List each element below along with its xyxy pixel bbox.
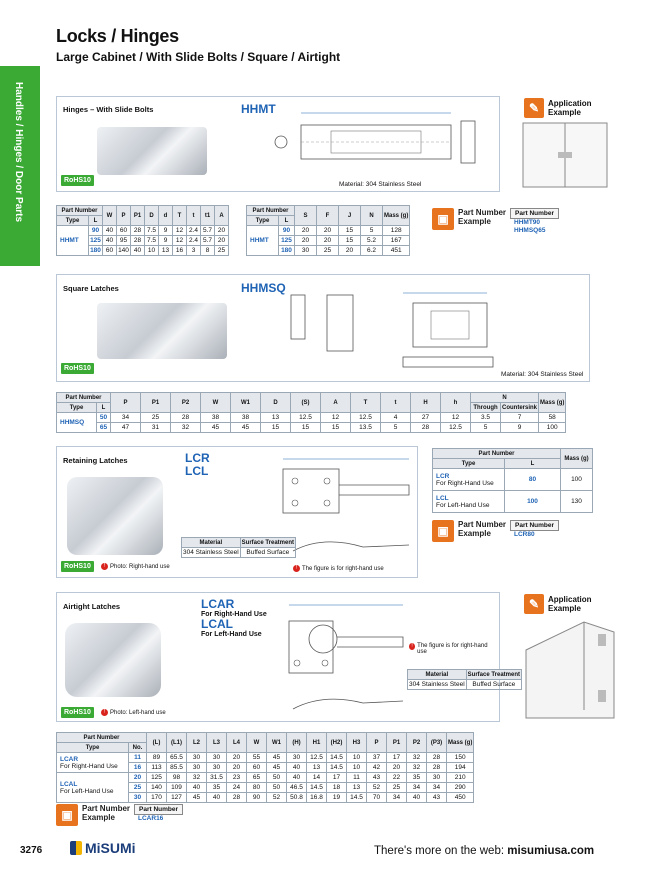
hinges-code: HHMT [241,102,276,116]
part-number-icon: ▣ [432,208,454,230]
website-url[interactable]: misumiusa.com [507,845,595,857]
retaining-latch-photo [67,477,163,555]
rohs-badge: RoHS10 [61,363,94,374]
part-number-icon: ▣ [432,520,454,542]
square-material: Material: 304 Stainless Steel [501,371,584,378]
footer-web-link[interactable]: There's more on the web: misumiusa.com [374,845,595,857]
sidebar-label: Handles / Hinges / Door Parts [13,82,24,223]
figure-note: !The figure is for right-hand use [409,643,489,655]
part-number-icon: ▣ [56,804,78,826]
wrench-icon: ✎ [524,594,544,614]
airtight-latch-drawing [288,604,404,710]
hinge-photo [97,127,207,175]
rohs-badge: RoHS10 [61,175,94,186]
rohs-badge: RoHS10 [61,707,94,718]
info-icon: ! [101,709,108,716]
misumi-logo: MiSUMi [70,840,136,856]
retaining-latches-panel: Retaining Latches RoHS10 !Photo: Right-h… [56,446,418,578]
square-heading: Square Latches [63,284,119,293]
photo-note: !Photo: Left-hand use [101,709,166,716]
figure-note: !The figure is for right-hand use [293,565,384,572]
airtight-latches-panel: Airtight Latches RoHS10 !Photo: Left-han… [56,592,523,722]
page-title: Locks / Hinges [56,26,179,46]
retaining-latch-drawing [282,458,410,552]
info-icon: ! [293,565,300,572]
square-latch-drawing [290,292,494,368]
photo-note: !Photo: Right-hand use [101,563,170,570]
door-illustration [525,621,615,719]
page-number: 3276 [20,845,43,856]
hinges-heading: Hinges – With Slide Bolts [63,105,154,114]
airtight-latch-photo [65,623,161,697]
airtight-heading: Airtight Latches [63,602,121,611]
wrench-icon: ✎ [524,98,544,118]
info-icon: ! [409,643,416,650]
retaining-heading: Retaining Latches [63,456,128,465]
logo-mark-icon [70,841,82,855]
square-code: HHMSQ [241,281,286,295]
airtight-codes: LCAR For Right-Hand Use LCAL For Left-Ha… [201,597,267,639]
info-icon: ! [101,563,108,570]
hinges-panel: Hinges – With Slide Bolts RoHS10 HHMT Ma… [56,96,500,192]
cabinet-illustration [522,122,608,188]
page-subtitle: Large Cabinet / With Slide Bolts / Squar… [56,50,341,64]
category-sidebar-tab[interactable]: Handles / Hinges / Door Parts [0,66,40,266]
hinge-drawing [274,112,476,164]
rohs-badge: RoHS10 [61,561,94,572]
hinges-material: Material: 304 Stainless Steel [339,181,422,188]
square-latch-photo [97,303,227,359]
square-latches-panel: Square Latches RoHS10 HHMSQ Material: 30… [56,274,590,382]
